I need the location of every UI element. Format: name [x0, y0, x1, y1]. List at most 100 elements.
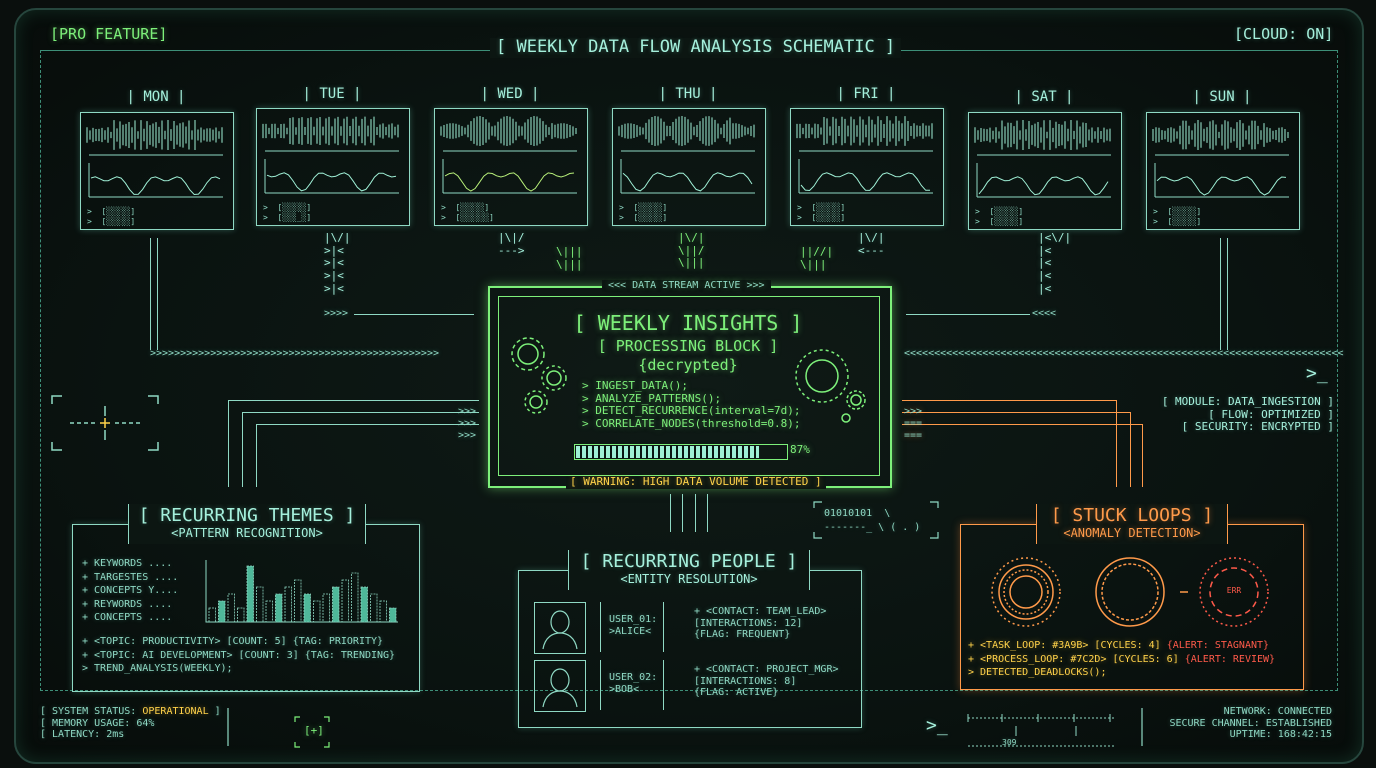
terminal-prompt[interactable]: >_	[926, 715, 948, 736]
day-label: | SUN |	[1192, 89, 1252, 105]
day-line-1: > [░░░░░]	[441, 203, 490, 212]
day-panel[interactable]: > [░░░░░]> [░░░_░]	[256, 108, 410, 226]
loops-title-box: [ STUCK LOOPS ] <ANOMALY DETECTION>	[1036, 504, 1228, 544]
day-line-2: > [░░░░░]	[797, 213, 846, 222]
person-contact: + <CONTACT: TEAM_LEAD>	[694, 606, 827, 617]
chart-bar	[237, 607, 245, 623]
topic-line: + <TOPIC: PRODUCTIVITY> [COUNT: 5] {TAG:…	[82, 636, 384, 647]
chart-bar	[218, 600, 226, 623]
chart-bar	[246, 565, 254, 623]
day-panel[interactable]: > [░░░░░]> [░░░░░]	[790, 108, 944, 226]
person-id: USER_02:	[609, 672, 658, 683]
loop-text: > DETECTED_DEADLOCKS();	[968, 667, 1107, 678]
person-details: + <CONTACT: PROJECT_MGR>[INTERACTIONS: 8…	[694, 664, 839, 699]
left-flow-lines-2	[242, 412, 479, 487]
themes-subtitle: <PATTERN RECOGNITION>	[171, 525, 323, 540]
secure-channel: SECURE CHANNEL: ESTABLISHED	[1169, 717, 1332, 729]
day-panel[interactable]: > [░░░░░]> [░░░░░]	[968, 112, 1122, 230]
day-waveform	[618, 116, 755, 194]
central-commands: > INGEST_DATA(); > ANALYZE_PATTERNS(); >…	[582, 379, 801, 431]
day-panel[interactable]: > [░░░░░]> [░░░░░]	[80, 112, 234, 230]
module-prompt: >_	[1306, 363, 1328, 384]
right-flow-lines-3	[902, 424, 1143, 487]
tue-arrow-line	[354, 314, 474, 315]
loop-alert: {ALERT: REVIEW}	[1184, 653, 1276, 665]
crosshair-icon	[51, 395, 159, 451]
loop-line: + <PROCESS_LOOP: #7C2D> [CYCLES: 6] {ALE…	[968, 654, 1275, 666]
person-flag: {FLAG: FREQUENT}	[694, 629, 791, 640]
warning-banner: [ WARNING: HIGH DATA VOLUME DETECTED ]	[566, 475, 826, 489]
theme-item: + CONCEPTS Y....	[82, 585, 179, 596]
themes-list: + KEYWORDS .... + TARGESTES .... + CONCE…	[82, 558, 178, 624]
status-right-bracket	[1141, 708, 1143, 746]
day-line-2: > [░░░_░]	[263, 213, 312, 222]
system-status: [ SYSTEM STATUS: OPERATIONAL ]	[40, 706, 221, 718]
page-title: [ WEEKLY DATA FLOW ANALYSIS SCHEMATIC ]	[490, 37, 902, 58]
person-silhouette-icon	[542, 668, 578, 708]
chart-bar	[303, 593, 311, 623]
right-flow-arrows: >>> === ===	[904, 406, 923, 441]
latency: [ LATENCY: 2ms	[40, 729, 125, 740]
themes-title-box: [ RECURRING THEMES ] <PATTERN RECOGNITIO…	[128, 504, 366, 544]
loop-line: > DETECTED_DEADLOCKS();	[968, 667, 1275, 679]
themes-title: [ RECURRING THEMES ]	[138, 505, 356, 526]
day-label: | THU |	[658, 86, 718, 102]
person-details: + <CONTACT: TEAM_LEAD>[INTERACTIONS: 12]…	[694, 606, 826, 641]
loops-subtitle: <ANOMALY DETECTION>	[1063, 525, 1201, 540]
connector-sat: |<\/| |< |< |< |<	[1038, 231, 1072, 295]
chart-bar	[370, 593, 378, 623]
plus-button-corners	[294, 716, 330, 748]
person-avatar	[534, 602, 586, 654]
sat-arrow: <<<<	[1032, 308, 1057, 319]
day-waveform	[796, 116, 933, 194]
outer-dashed-frame	[40, 50, 1338, 691]
day-waveform	[974, 120, 1111, 198]
connector-wed-a: |\|/ --->	[498, 231, 525, 257]
day-panel[interactable]: > [░░░░░]> [░░░░░░]	[434, 108, 588, 226]
left-flow-arrows: >>> >>> >>>	[458, 406, 477, 441]
system-status-prefix: [ SYSTEM STATUS:	[40, 706, 143, 717]
day-line-1: > [░░░░░]	[797, 203, 846, 212]
command-line: > ANALYZE_PATTERNS();	[582, 391, 722, 405]
chart-bar	[313, 600, 321, 623]
central-subtitle: [ PROCESSING BLOCK ]	[597, 337, 779, 355]
theme-item: + REYWORDS ....	[82, 598, 173, 610]
day-line-2: > [░░░░░]	[975, 217, 1024, 226]
schematic-screen: [PRO FEATURE] [ WEEKLY DATA FLOW ANALYSI…	[14, 8, 1364, 764]
day-line-1: > [░░░░░]	[619, 203, 668, 212]
day-waveform	[1152, 120, 1289, 198]
system-status-value: OPERATIONAL	[142, 706, 209, 717]
binary-line-2: -------_ \ ( . )	[824, 522, 921, 533]
module-line: [ FLOW: OPTIMIZED ]	[1208, 407, 1334, 421]
day-line-2: > [░░░░░░]	[441, 213, 494, 222]
command-line: > DETECT_RECURRENCE(interval=7d);	[582, 404, 801, 418]
gears-left-icon	[511, 337, 567, 414]
day-panel[interactable]: > [░░░░░]> [░░░░░]	[612, 108, 766, 226]
people-subtitle: <ENTITY RESOLUTION>	[620, 571, 758, 586]
topic-line: + <TOPIC: AI DEVELOPMENT> [COUNT: 3] {TA…	[82, 649, 396, 661]
connector-fri-b: |\/| <---	[858, 231, 885, 257]
uptime: UPTIME: 168:42:15	[1229, 729, 1332, 740]
chart-bar	[256, 586, 264, 623]
person-id-box: USER_02:>BOB<	[600, 660, 664, 710]
person-id-box: USER_01:>ALICE<	[600, 602, 664, 652]
command-line: > CORRELATE_NODES(threshold=0.8);	[582, 416, 801, 430]
person-flag: {FLAG: ACTIVE}	[694, 687, 779, 698]
day-label: | WED |	[480, 86, 540, 102]
chart-bar	[294, 579, 302, 623]
day-line-2: > [░░░░░]	[619, 213, 668, 222]
loops-title: [ STUCK LOOPS ]	[1050, 505, 1214, 526]
chart-bar	[351, 572, 359, 623]
day-panel[interactable]: > [░░░░░]> [░░░░░]	[1146, 112, 1300, 230]
theme-item: + KEYWORDS ....	[82, 558, 173, 569]
plus-button[interactable]: [+]	[304, 724, 324, 737]
central-title: [ WEEKLY INSIGHTS ]	[573, 311, 803, 335]
person-silhouette-icon	[542, 610, 578, 650]
plus-button-frame[interactable]: [+]	[294, 716, 330, 748]
people-connector	[670, 494, 708, 532]
module-line: [ MODULE: DATA_INGESTION ]	[1161, 395, 1334, 408]
themes-topics: + <TOPIC: PRODUCTIVITY> [COUNT: 5] {TAG:…	[82, 636, 395, 675]
mon-flow-arrows: >>>>>>>>>>>>>>>>>>>>>>>>>>>>>>>>>>>>>>>>…	[150, 348, 439, 359]
left-flow-lines	[228, 400, 479, 487]
frame-top-left-line	[40, 50, 490, 51]
